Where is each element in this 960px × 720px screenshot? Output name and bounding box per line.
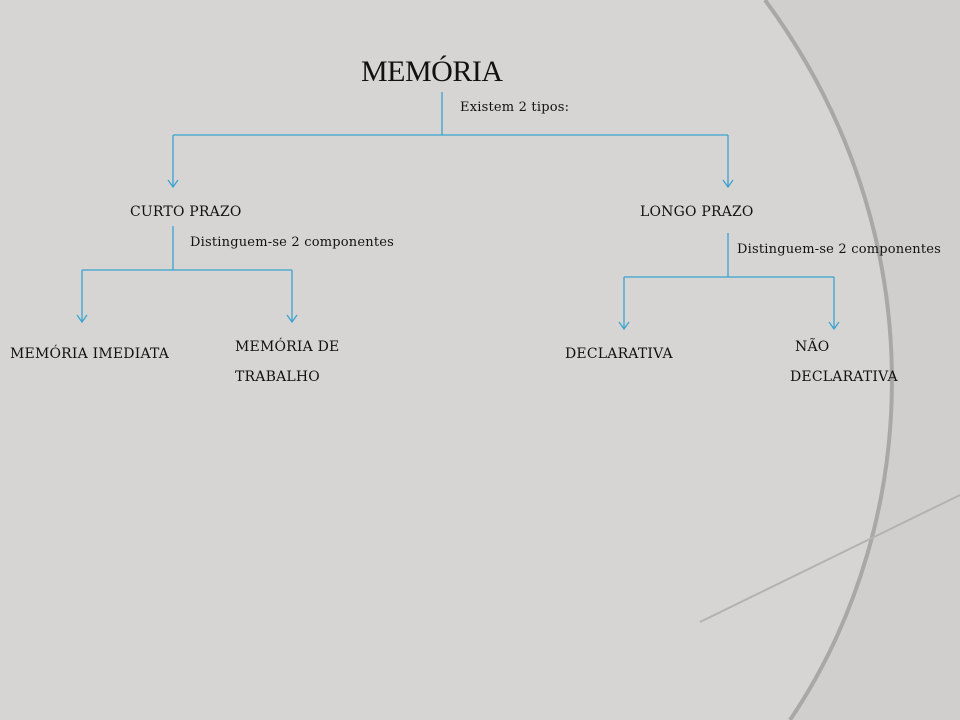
background-right-panel bbox=[765, 0, 960, 720]
curto-connector bbox=[81, 226, 293, 322]
node-nao-declarativa-line1: NÃO bbox=[795, 339, 830, 355]
curto-note: Distinguem-se 2 componentes bbox=[190, 235, 395, 250]
node-memoria-imediata: MEMÓRIA IMEDIATA bbox=[10, 346, 170, 362]
node-declarativa: DECLARATIVA bbox=[565, 346, 673, 362]
connectors bbox=[76, 92, 840, 331]
background-arc bbox=[763, 0, 894, 720]
branch-longo-prazo: LONGO PRAZO bbox=[640, 204, 754, 220]
root-note: Existem 2 tipos: bbox=[460, 100, 570, 115]
node-nao-declarativa-line2: DECLARATIVA bbox=[790, 369, 898, 385]
longo-note: Distinguem-se 2 componentes bbox=[737, 242, 942, 257]
diagram-title: MEMÓRIA bbox=[361, 55, 503, 88]
branch-curto-prazo: CURTO PRAZO bbox=[130, 204, 242, 220]
root-connector bbox=[172, 92, 729, 187]
root-arrowheads bbox=[167, 179, 734, 189]
curto-arrowheads bbox=[76, 314, 298, 324]
node-memoria-de-trabalho-line2: TRABALHO bbox=[235, 369, 320, 385]
background-diagonal bbox=[699, 494, 960, 623]
longo-arrowheads bbox=[618, 321, 840, 331]
node-memoria-de-trabalho-line1: MEMÓRIA DE bbox=[235, 339, 340, 355]
longo-connector bbox=[623, 233, 835, 329]
